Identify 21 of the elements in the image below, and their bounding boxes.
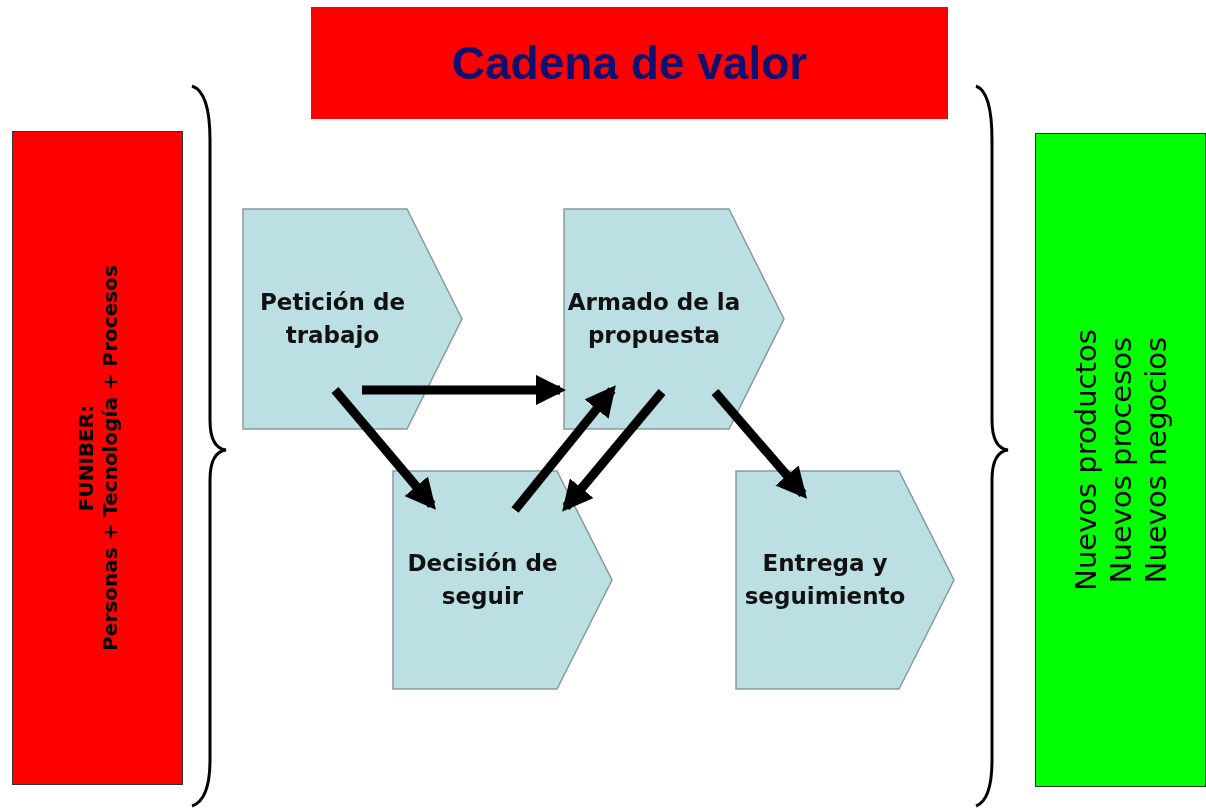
step-label: Entrega y seguimiento — [743, 548, 907, 611]
step-label: Petición de trabajo — [258, 287, 407, 350]
arrow — [711, 389, 807, 499]
chevron-step — [392, 470, 613, 690]
arrow — [331, 387, 436, 510]
arrow — [511, 385, 616, 513]
side-panel — [12, 131, 183, 785]
panel-text: Nuevos procesos — [1103, 336, 1138, 584]
arrow — [562, 389, 666, 512]
panel-text: Nuevos productos — [1068, 329, 1104, 591]
panel-text: Personas + Tecnología + Procesos — [97, 265, 122, 651]
title: Cadena de valor — [451, 36, 808, 90]
chevron-step — [563, 208, 785, 430]
side-panel — [1035, 133, 1206, 787]
chevron-step — [735, 470, 955, 690]
panel-text: Nuevos negocios — [1137, 336, 1173, 584]
step-label: Armado de la propuesta — [566, 287, 742, 350]
arrow — [362, 374, 567, 406]
step-label: Decisión de seguir — [406, 548, 559, 611]
panel-text: FUNIBER: — [73, 404, 98, 512]
chevron-step — [242, 208, 463, 430]
